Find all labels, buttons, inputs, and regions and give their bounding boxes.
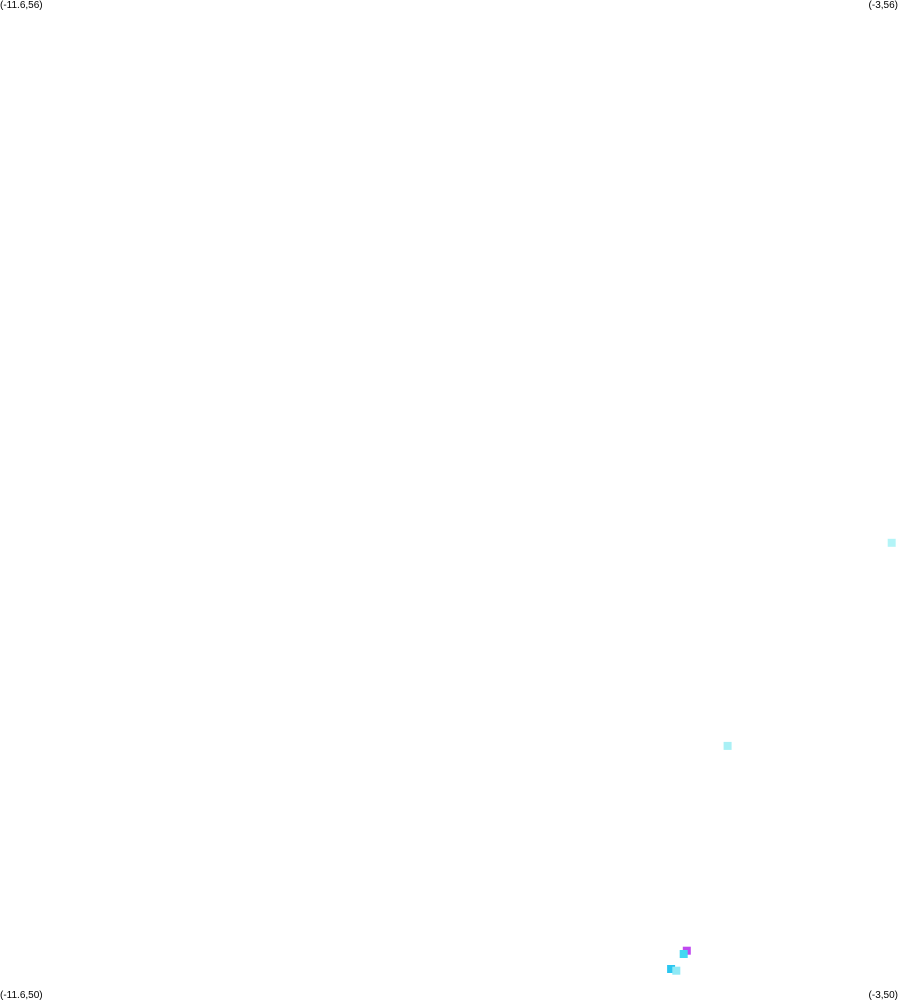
map-point-6 — [672, 966, 681, 975]
map-point-1 — [887, 538, 896, 547]
points-layer — [667, 538, 896, 975]
map-point-5 — [667, 965, 676, 973]
map-point-4 — [679, 950, 688, 958]
corner-coordinate-top-left: (-11.6,56) — [0, 0, 43, 11]
corner-coordinate-top-right: (-3,56) — [868, 0, 898, 11]
corner-coordinate-bottom-right: (-3,50) — [868, 990, 898, 1001]
corner-coordinate-bottom-left: (-11.6,50) — [0, 990, 43, 1001]
map-point-2 — [723, 741, 732, 750]
